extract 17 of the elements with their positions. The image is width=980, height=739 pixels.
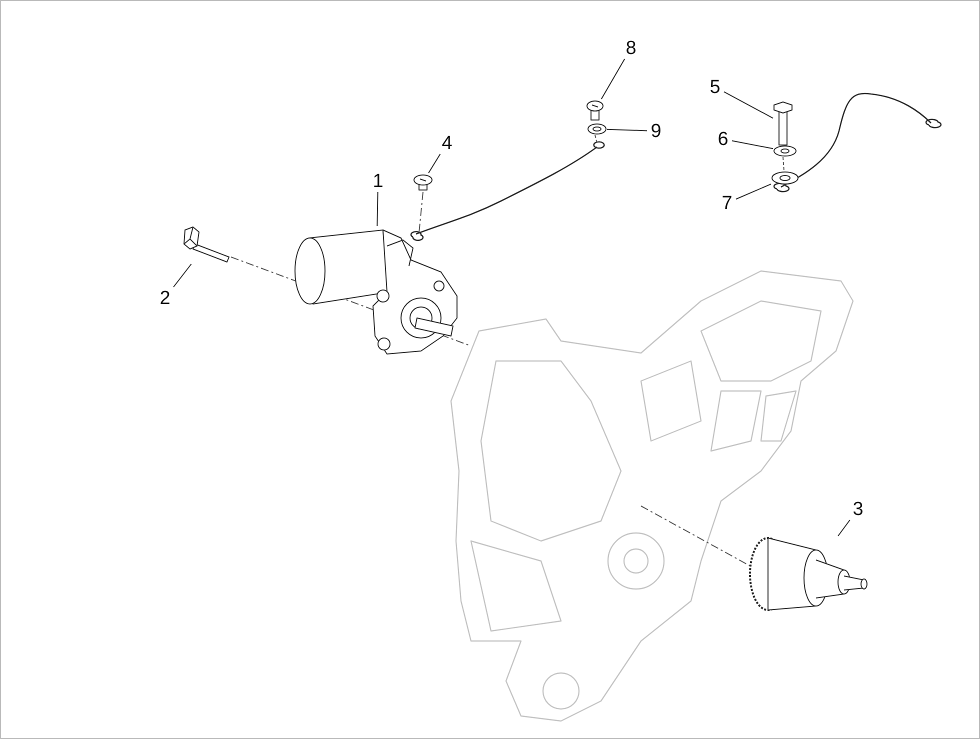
leader-line (736, 184, 772, 200)
callout-number: 6 (714, 128, 732, 150)
callout-number: 5 (706, 76, 724, 98)
callout-number: 2 (156, 287, 174, 309)
leader-line (173, 264, 192, 288)
leader-line (376, 192, 378, 226)
callout-number: 4 (438, 132, 456, 154)
callout-number: 1 (369, 170, 387, 192)
leader-line (732, 140, 774, 150)
callout-number: 3 (849, 498, 867, 520)
leader-line (724, 91, 774, 119)
leader-line (838, 520, 850, 536)
callout-number: 7 (718, 192, 736, 214)
callout-number: 8 (622, 37, 640, 59)
callout-number: 9 (647, 120, 665, 142)
leader-line (428, 154, 441, 174)
leader-line (606, 128, 648, 132)
